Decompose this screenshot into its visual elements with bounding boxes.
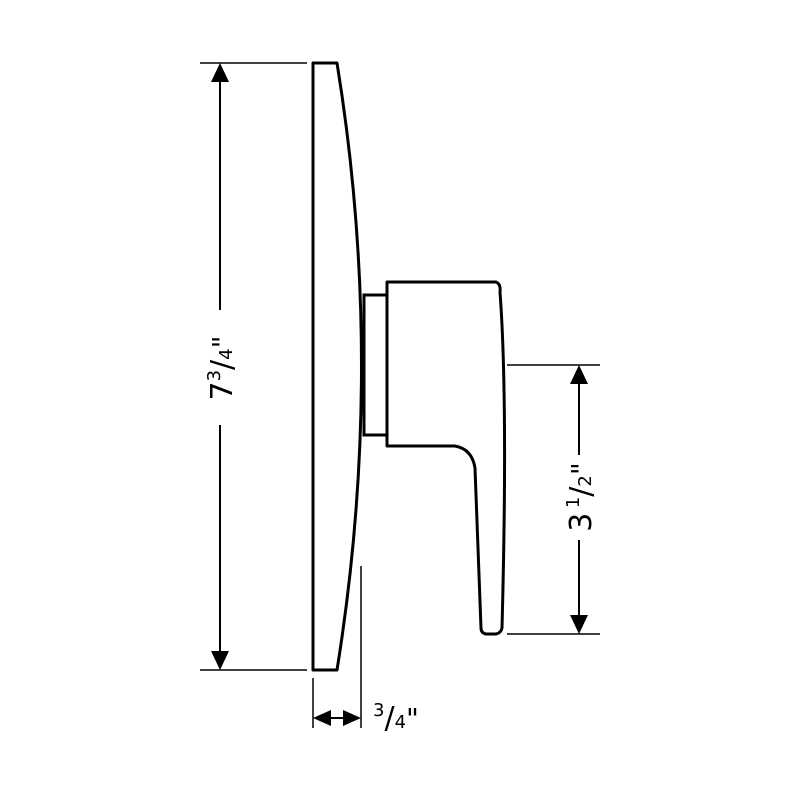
depth-unit: " <box>406 702 419 735</box>
svg-text:3 1/2": 3 1/2" <box>563 462 599 531</box>
depth-numerator: 3 <box>373 700 384 721</box>
cover-plate-profile <box>311 61 363 672</box>
arrowhead-lever-down <box>570 615 588 634</box>
arrowhead-lever-up <box>570 365 588 384</box>
height-dimension: 73/4" <box>200 62 307 671</box>
fraction-slash: / <box>384 701 395 736</box>
lever-height-whole: 3 <box>564 513 599 532</box>
stem-spacer <box>362 293 389 437</box>
height-unit: " <box>206 336 239 349</box>
arrowhead-left <box>313 710 331 726</box>
lever-handle <box>385 280 507 636</box>
lever-height-unit: " <box>565 462 598 475</box>
lever-height-denominator: 2 <box>575 475 596 486</box>
height-label: 73/4" <box>204 336 240 401</box>
height-whole: 7 <box>205 381 240 400</box>
fraction-slash: / <box>205 359 240 370</box>
arrowhead-down <box>211 651 229 670</box>
depth-dimension: 3/4" <box>312 566 419 736</box>
arrowhead-right <box>343 710 361 726</box>
svg-text:73/4": 73/4" <box>204 336 240 401</box>
lever-height-numerator: 1 <box>563 497 584 508</box>
arrowhead-up <box>211 63 229 82</box>
height-denominator: 4 <box>216 348 237 359</box>
depth-label: 3/4" <box>373 700 419 736</box>
lever-height-label: 3 1/2" <box>563 462 599 531</box>
height-numerator: 3 <box>204 370 225 381</box>
depth-denominator: 4 <box>395 712 406 733</box>
fraction-slash: / <box>564 486 599 497</box>
lever-height-dimension: 3 1/2" <box>507 364 600 635</box>
